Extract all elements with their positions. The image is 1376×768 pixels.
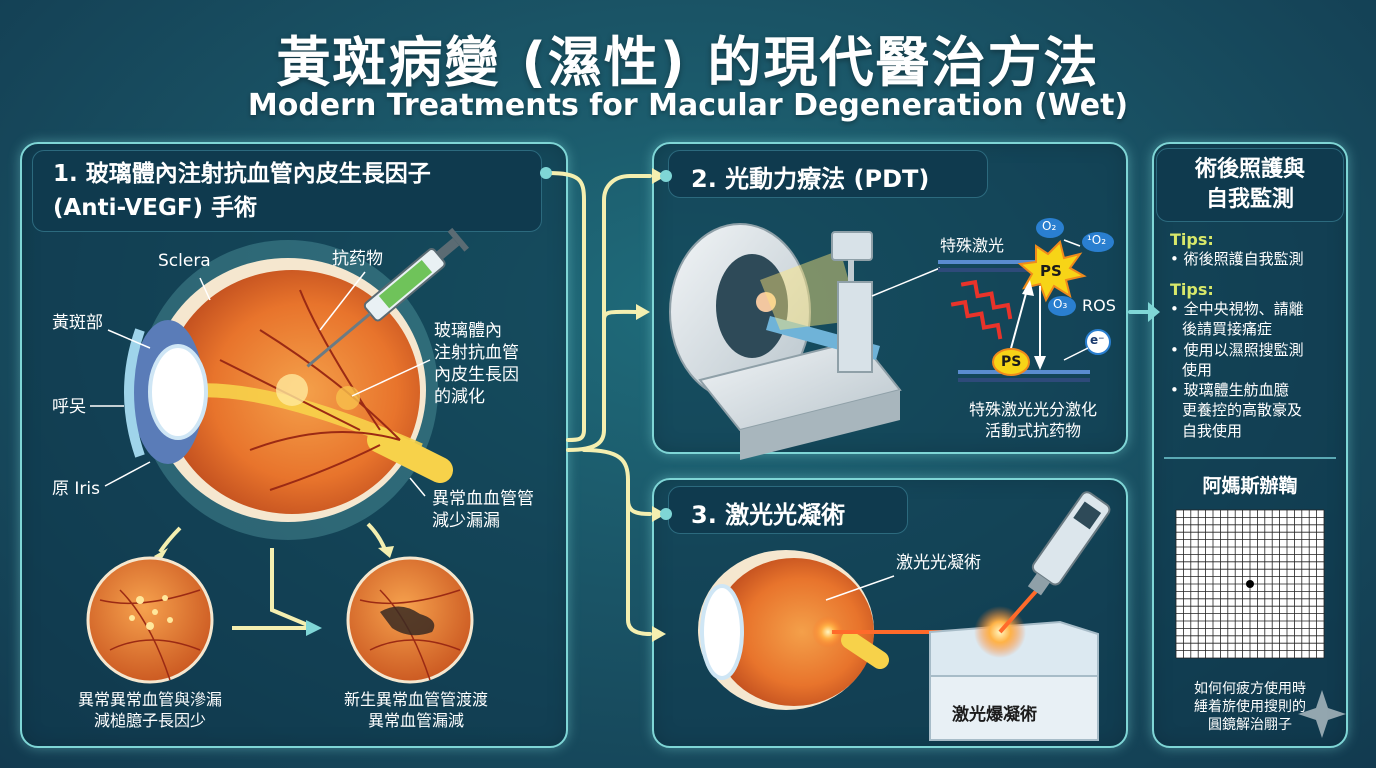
pdt-caption: 特殊激光光分激化 活動式抗药物 — [948, 400, 1118, 442]
label-injection-line4: 的減化 — [434, 387, 485, 408]
tips-section-2: Tips: • 全中央視物、請離 後請買接痛症 • 使用以濕照搜監測 使用 • … — [1170, 280, 1346, 441]
label-injection-line3: 內皮生長因 — [434, 365, 519, 386]
aftercare-arrow-icon — [1148, 302, 1160, 322]
label-vessels-line2: 減少漏漏 — [432, 511, 500, 532]
arrow-head — [306, 620, 322, 636]
label-sclera: Sclera — [158, 251, 211, 271]
pdt-machine-illustration — [669, 223, 941, 460]
amsler-center-dot — [1246, 580, 1254, 588]
label-iris: 原 Iris — [52, 479, 100, 499]
arrow-head — [378, 546, 394, 558]
label-drug: 抗药物 — [332, 249, 383, 269]
label-vessels: 異常血血管管 減少漏漏 — [432, 488, 534, 532]
retina-before-image — [86, 556, 214, 684]
amsler-caption: 如何何疲方使用時 綞着旂使用搜則的 圓鏡解治翢子 — [1156, 680, 1344, 735]
retina-after-image — [346, 556, 474, 684]
amsler-grid — [1175, 509, 1325, 659]
label-vessels-line1: 異常血血管管 — [432, 489, 534, 509]
tips2-item: 後請買接痛症 — [1182, 320, 1273, 339]
pdt-ps-top: PS — [1040, 262, 1062, 280]
label-macula: 黃斑部 — [52, 313, 103, 333]
tips2-item: 自我使用 — [1182, 421, 1243, 440]
tips2-item: • 玻璃體生舫血臆 — [1170, 381, 1289, 399]
tips-section-1: Tips: • 術後照護自我監測 — [1170, 230, 1342, 269]
pdt-singlet-o2: ¹O₂ — [1087, 233, 1107, 247]
connector-dot — [660, 170, 672, 182]
pdt-ps-bottom: PS — [1001, 354, 1022, 370]
sparkle-icon — [1298, 690, 1346, 738]
pdt-o2: O₂ — [1042, 219, 1057, 233]
flow-connectors — [546, 171, 1150, 636]
caption-before: 異常異常血管與滲漏 減槌臆子長因少 — [50, 690, 250, 732]
connector-dot — [660, 508, 672, 520]
label-injection-line2: 注射抗血管 — [434, 343, 519, 364]
main-subtitle: Modern Treatments for Macular Degenerati… — [247, 88, 1129, 123]
pdt-electron: e⁻ — [1090, 333, 1105, 347]
connector-dot — [540, 167, 552, 179]
tips2-item: • 使用以濕照搜監測 — [1170, 340, 1304, 359]
anti-vegf-header-line2: (Anti-VEGF) 手術 — [53, 195, 258, 221]
aftercare-header: 術後照護與 自我監測 — [1156, 148, 1344, 222]
aftercare-header-line2: 自我監測 — [1205, 187, 1294, 212]
laser-label: 激光光凝術 — [896, 553, 981, 573]
pdt-laser-label: 特殊激光 — [940, 236, 1005, 255]
pdt-caption-line2: 活動式抗药物 — [984, 420, 1081, 440]
pdt-ros: ROS — [1082, 296, 1116, 315]
amsler-caption-line3: 圓鏡解治翢子 — [1208, 717, 1292, 734]
laser-box-label: 激光爆凝術 — [952, 705, 1037, 725]
tips2-item: 更養控的高散豪及 — [1182, 401, 1303, 420]
pdt-o3: O₃ — [1053, 297, 1068, 311]
pdt-caption-line1: 特殊激光光分激化 — [968, 400, 1097, 419]
tips1-title: Tips: — [1170, 230, 1214, 249]
tips1-item: • 術後照護自我監測 — [1170, 250, 1304, 268]
anti-vegf-header: 1. 玻璃體內注射抗血管內皮生長因子 (Anti-VEGF) 手術 — [32, 150, 542, 232]
caption-before-line2: 減槌臆子長因少 — [93, 710, 206, 730]
syringe-icon — [306, 227, 469, 368]
tips2-title: Tips: — [1170, 280, 1214, 299]
anti-vegf-header-line1: 1. 玻璃體內注射抗血管內皮生長因子 — [53, 161, 431, 187]
tips2-item: • 全中央視物、請離 — [1170, 300, 1304, 318]
label-leaders — [90, 271, 431, 497]
label-injection: 玻璃體內 注射抗血管 內皮生長因 的減化 — [434, 320, 519, 408]
laser-header: 3. 激光光凝術 — [668, 486, 908, 534]
caption-after-line1: 新生異常血管管渡渡 — [343, 690, 488, 709]
flow-arrowheads — [636, 168, 666, 642]
label-pupil: 呼㕦 — [52, 397, 86, 417]
aftercare-header-line1: 術後照護與 — [1194, 157, 1305, 182]
laser-eye-illustration — [698, 491, 1111, 741]
amsler-caption-line1: 如何何疲方使用時 — [1194, 681, 1306, 697]
caption-after: 新生異常血管管渡渡 異常血管漏減 — [316, 690, 516, 732]
tips2-item: 使用 — [1182, 360, 1213, 379]
main-title: 黃斑病變 (濕性) 的現代醫治方法 — [276, 31, 1100, 94]
amsler-title: 阿媽斯辦鞫 — [1202, 475, 1298, 497]
pdt-mechanism-diagram — [938, 218, 1114, 382]
amsler-caption-line2: 綞着旂使用搜則的 — [1194, 699, 1306, 716]
caption-after-line2: 異常血管漏減 — [367, 710, 464, 730]
caption-before-line1: 異常異常血管與滲漏 — [77, 690, 222, 709]
label-injection-line1: 玻璃體內 — [434, 321, 502, 341]
